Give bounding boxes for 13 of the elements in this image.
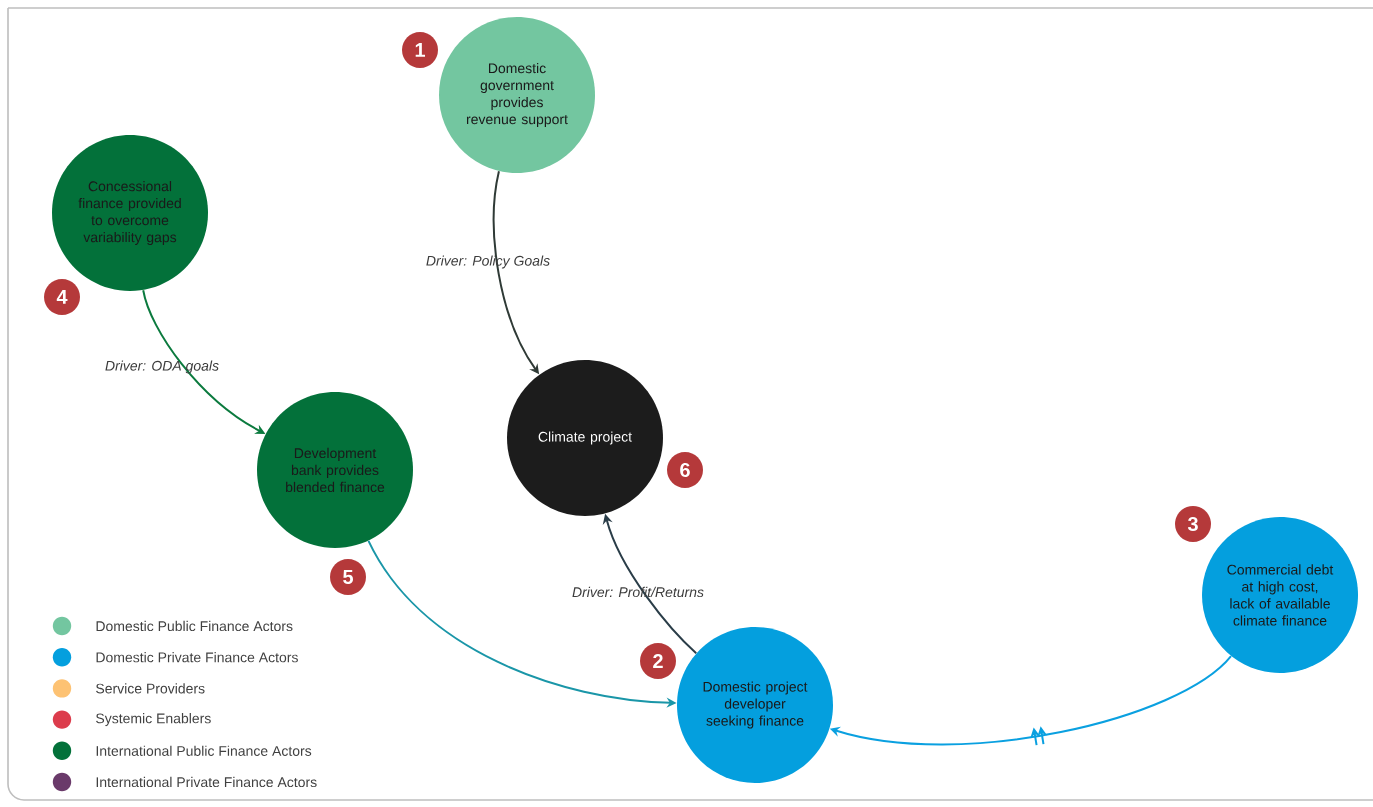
legend-label: Domestic Public Finance Actors: [96, 620, 293, 632]
legend-label: Service Providers: [96, 683, 205, 694]
callout-number: 2: [640, 643, 676, 679]
callout-number: 1: [402, 32, 438, 68]
callout-number: 5: [330, 559, 366, 595]
callout-number: 6: [667, 452, 703, 488]
legend-label: International Public Finance Actors: [96, 745, 312, 756]
callout-number: 3: [1175, 506, 1211, 542]
callout-number: 4: [44, 279, 80, 315]
legend-label: International Private Finance Actors: [96, 776, 317, 788]
legend-label: Systemic Enablers: [96, 713, 211, 727]
legend-label: Domestic Private Finance Actors: [96, 652, 298, 663]
edge-label: Driver: ODA goals: [105, 360, 219, 374]
